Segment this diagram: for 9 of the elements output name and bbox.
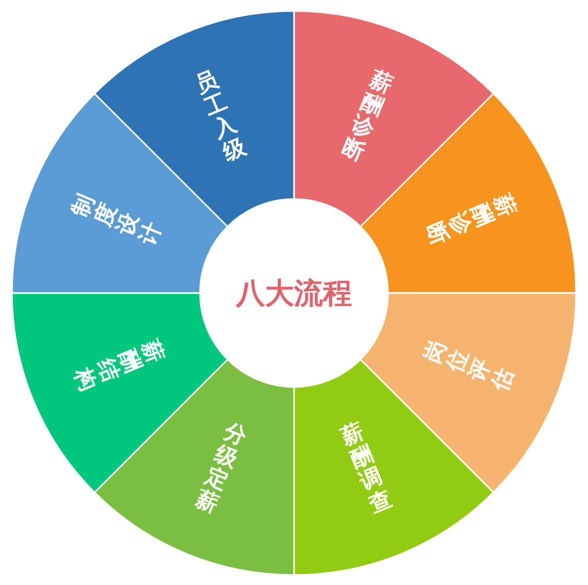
segment-label: 薪酬诊断: [420, 192, 518, 249]
segment-label: 薪酬结构: [70, 337, 168, 394]
segment-label: 制度设计: [70, 192, 168, 249]
segment-label: 薪酬诊断: [338, 68, 396, 166]
segment-label: 员工入级: [192, 68, 250, 166]
segment-label: 分级定薪: [192, 420, 250, 518]
segment-label: 岗位评估: [420, 337, 518, 394]
center-title: 八大流程: [236, 274, 352, 312]
segment-label: 薪酬调查: [338, 420, 396, 518]
